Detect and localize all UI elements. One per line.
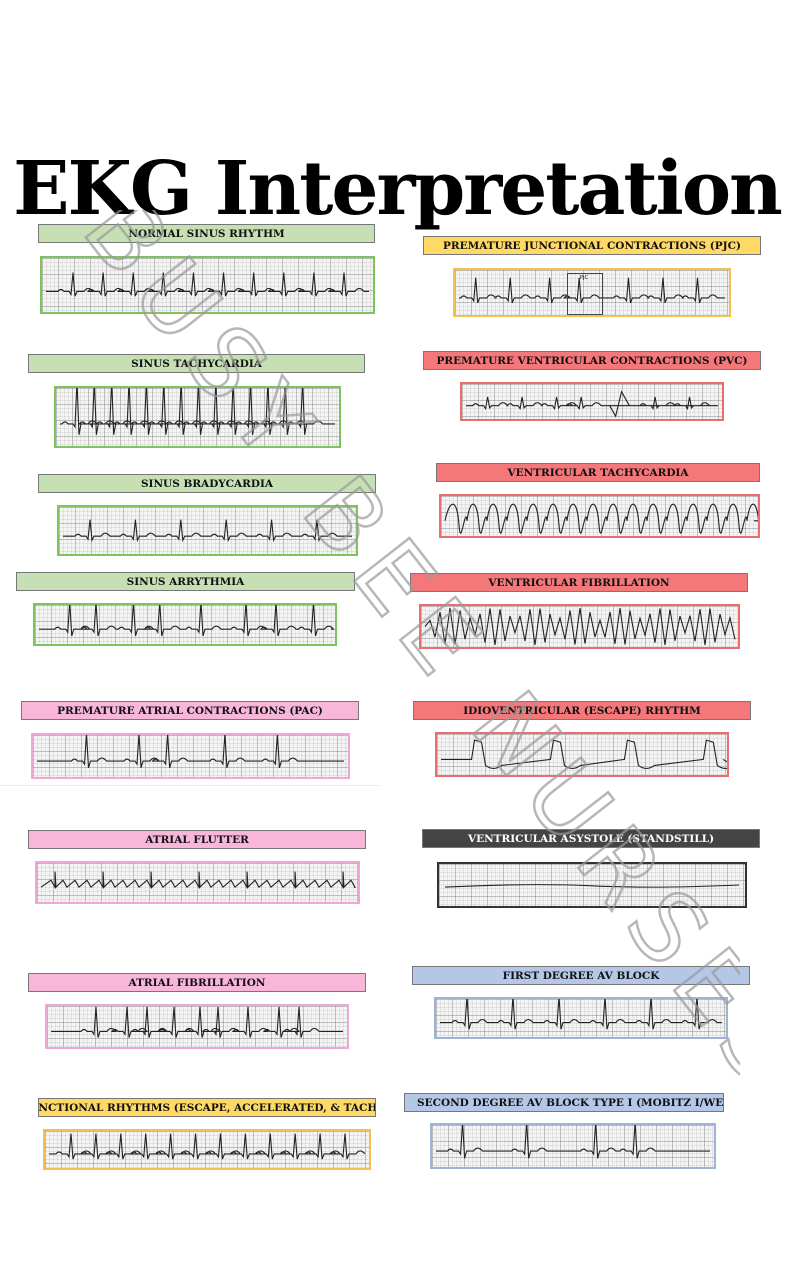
ekg-waveform — [459, 277, 725, 304]
strip-sinus-bradycardia — [57, 505, 358, 556]
header-sinus-arrythmia: SINUS ARRYTHMIA — [16, 572, 355, 591]
header-ventricular-fibrillation: VENTRICULAR FIBRILLATION — [410, 573, 748, 592]
strip-pvc — [460, 382, 724, 421]
strip-sinus-arrythmia — [33, 603, 337, 646]
ekg-waveform — [466, 390, 718, 418]
strip-atrial-fibrillation — [45, 1004, 349, 1049]
ekg-waveform — [49, 1133, 366, 1160]
ekg-waveform — [444, 503, 758, 534]
ekg-waveform — [40, 871, 356, 890]
strip-ventricular-tachycardia — [439, 494, 760, 538]
strip-junctional-rhythms — [43, 1129, 371, 1170]
header-first-degree-av-block: FIRST DEGREE AV BLOCK — [412, 966, 750, 985]
ekg-trace — [444, 503, 758, 534]
header-second-degree-av-block: SECOND DEGREE AV BLOCK TYPE I (MOBITZ I/… — [404, 1093, 724, 1112]
strip-ventricular-fibrillation — [419, 604, 740, 649]
ekg-trace — [441, 739, 727, 769]
ekg-waveform — [60, 388, 335, 435]
ekg-trace — [444, 884, 740, 888]
header-pjc: PREMATURE JUNCTIONAL CONTRACTIONS (PJC) — [423, 236, 761, 255]
header-junctional-rhythms: JUNCTIONAL RHYTHMS (ESCAPE, ACCELERATED,… — [38, 1098, 376, 1117]
ekg-waveform — [39, 605, 335, 637]
strip-atrial-flutter — [35, 861, 360, 904]
ekg-waveform — [441, 739, 727, 769]
ekg-trace — [40, 871, 356, 890]
header-atrial-flutter: ATRIAL FLUTTER — [28, 830, 366, 849]
header-sinus-bradycardia: SINUS BRADYCARDIA — [38, 474, 376, 493]
header-idioventricular-rhythm: IDIOVENTRICULAR (ESCAPE) RHYTHM — [413, 701, 751, 720]
ekg-waveform — [46, 272, 369, 297]
pjc-annotation-label: PJC — [580, 275, 588, 281]
ekg-trace — [51, 1006, 343, 1038]
ekg-trace — [60, 388, 335, 435]
ekg-trace — [49, 1133, 366, 1160]
ekg-trace — [436, 1125, 710, 1159]
ekg-trace — [63, 519, 352, 543]
ekg-trace — [440, 999, 722, 1030]
pjc-annotation-box: PJC — [567, 273, 603, 315]
ekg-trace — [39, 605, 335, 637]
header-atrial-fibrillation: ATRIAL FIBRILLATION — [28, 973, 366, 992]
page-title: EKG Interpretation — [13, 145, 783, 232]
ekg-waveform — [424, 608, 736, 645]
header-pvc: PREMATURE VENTRICULAR CONTRACTIONS (PVC) — [423, 351, 761, 370]
ekg-waveform — [63, 519, 352, 543]
header-pac: PREMATURE ATRIAL CONTRACTIONS (PAC) — [21, 701, 359, 720]
ekg-trace — [424, 608, 736, 645]
ekg-trace — [466, 390, 718, 418]
ekg-trace — [46, 272, 369, 297]
ekg-trace — [459, 277, 725, 304]
strip-first-degree-av-block — [434, 997, 728, 1039]
strip-ventricular-asystole — [437, 862, 747, 908]
ekg-trace — [37, 735, 344, 769]
header-normal-sinus-rhythm: NORMAL SINUS RHYTHM — [38, 224, 375, 243]
header-sinus-tachycardia: SINUS TACHYCARDIA — [28, 354, 365, 373]
divider — [0, 785, 380, 786]
strip-second-degree-av-block — [430, 1123, 716, 1169]
strip-pjc: PJC — [453, 268, 731, 317]
strip-sinus-tachycardia — [54, 386, 341, 448]
strip-normal-sinus-rhythm — [40, 256, 375, 314]
ekg-waveform — [440, 999, 722, 1030]
header-ventricular-asystole: VENTRICULAR ASYSTOLE (STANDSTILL) — [422, 829, 760, 848]
strip-pac — [31, 733, 350, 779]
header-ventricular-tachycardia: VENTRICULAR TACHYCARDIA — [436, 463, 760, 482]
ekg-waveform — [436, 1125, 710, 1159]
strip-idioventricular-rhythm — [435, 732, 729, 777]
ekg-waveform — [51, 1006, 343, 1038]
ekg-waveform — [37, 735, 344, 769]
ekg-waveform — [444, 884, 740, 888]
